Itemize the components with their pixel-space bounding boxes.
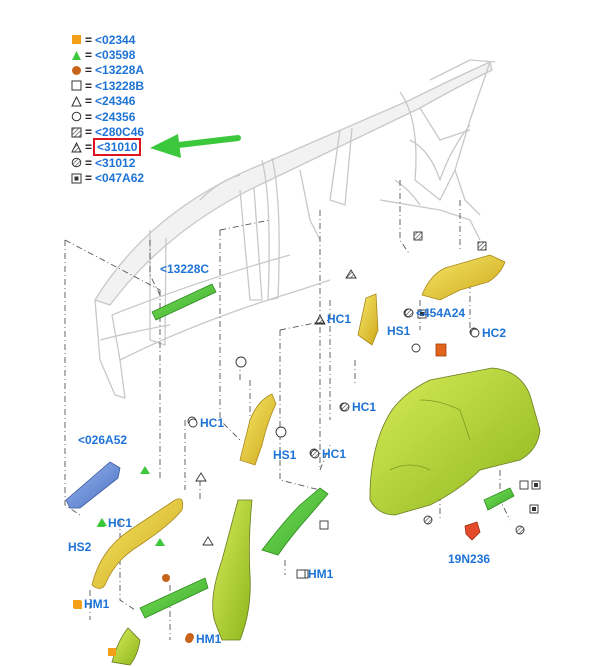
legend-code: <24346 [95,94,136,109]
triangle-hatched-icon [70,141,82,153]
quarter-trim-panel-part [369,367,541,516]
legend-code: <24356 [95,109,136,124]
square-outline-icon [296,568,306,582]
legend-equals: = [85,63,93,78]
b-pillar-upper-part [239,393,277,466]
callout-hc1-a: HC1 [315,312,351,327]
hatched-circle-icon [310,448,320,462]
legend-item: =<13228B [70,78,210,93]
legend-equals: = [85,155,93,170]
legend-item: =<31010 [70,138,210,157]
callout-hc1-c-label: HC1 [200,416,225,430]
green-triangle-icon [96,517,106,531]
callout-hc1-b: HC1 [340,400,376,415]
callout-hc1-b-label: HC1 [352,400,377,414]
legend-code: <02344 [95,32,136,47]
circle-outline-icon [70,111,82,123]
hatched-triangle-icon [315,313,325,327]
front-sill-part [91,498,184,589]
legend-equals: = [85,140,93,155]
square-outline-icon [70,80,82,92]
legend-item: =<02344 [70,32,210,47]
callout-hs1-b: HS1 [273,448,297,462]
circle-filled-brown-icon [70,64,82,76]
legend: =<02344=<03598=<13228A=<13228B=<24346=<2… [70,32,210,186]
legend-equals: = [85,125,93,140]
callout-hc2-label: HC2 [482,326,507,340]
legend-equals: = [85,94,93,109]
legend-item: =<047A62 [70,171,210,186]
callout-hc1-e-label: HC1 [108,516,133,530]
legend-equals: = [85,109,93,124]
sill-strip-part [151,283,217,321]
clip-454a24-part [435,343,447,357]
b-pillar-lower-part [212,499,253,641]
callout-13228c: <13228C [160,262,210,276]
callout-hm1-b-label: HM1 [84,597,110,611]
legend-item: =<24346 [70,94,210,109]
legend-code: <047A62 [95,171,145,186]
legend-item: =<280C46 [70,124,210,139]
callout-454a24-label: <454A24 [416,306,466,320]
circle-hatched-icon [70,157,82,169]
callout-hm1-a: HM1 [296,567,333,582]
bracket-026a52-part [65,461,121,509]
callout-hc2: HC2 [470,326,506,341]
c-pillar-bracket-part [357,293,379,346]
legend-item: =<31012 [70,155,210,170]
circle-outline-icon [470,327,480,341]
hatched-circle-icon [340,401,350,415]
legend-code-highlighted: <31010 [92,138,142,157]
kick-panel-part [111,627,141,666]
callout-hm1-c-label: HM1 [196,632,222,646]
orange-square-icon [72,598,82,612]
legend-equals: = [85,78,93,93]
callout-hc1-d: HC1 [310,447,346,462]
callout-hc1-c: HC1 [188,416,224,431]
clip-19n236-part [464,521,481,541]
legend-item: =<03598 [70,47,210,62]
legend-code: <31012 [95,155,136,170]
legend-equals: = [85,171,93,186]
callout-19n236: 19N236 [448,552,491,566]
hatched-circle-icon [404,307,414,321]
legend-equals: = [85,48,93,63]
vehicle-body-outline [94,59,496,399]
triangle-outline-icon [70,95,82,107]
callout-hc1-a-label: HC1 [327,312,352,326]
callout-hm1-c: HM1 [184,632,221,647]
legend-item: =<24356 [70,109,210,124]
callout-454a24: <454A24 [404,306,465,321]
callout-hm1-b: HM1 [72,597,109,612]
trim-parts [65,254,541,666]
square-dotted-icon [70,172,82,184]
callout-hm1-a-label: HM1 [308,567,334,581]
door-seal-part [261,487,329,556]
rear-sill-strip-part [139,577,209,619]
legend-equals: = [85,32,93,47]
legend-code: <13228A [95,63,145,78]
legend-code: <03598 [95,48,136,63]
callout-hs2: HS2 [68,540,92,554]
brown-circle-icon [184,633,194,647]
callout-hc1-e: HC1 [96,516,132,531]
legend-item: =<13228A [70,63,210,78]
callout-hs1-a: HS1 [387,324,411,338]
triangle-filled-green-icon [70,49,82,61]
legend-code: <13228B [95,78,145,93]
callout-026a52: <026A52 [78,433,128,447]
pointer-arrow [150,134,241,158]
square-hatched-icon [70,126,82,138]
quarter-upper-trim-part [421,254,506,301]
legend-code: <280C46 [95,125,145,140]
circle-outline-icon [188,417,198,431]
cargo-strip-part [483,487,515,511]
callout-hc1-d-label: HC1 [322,447,347,461]
square-filled-orange-icon [70,34,82,46]
